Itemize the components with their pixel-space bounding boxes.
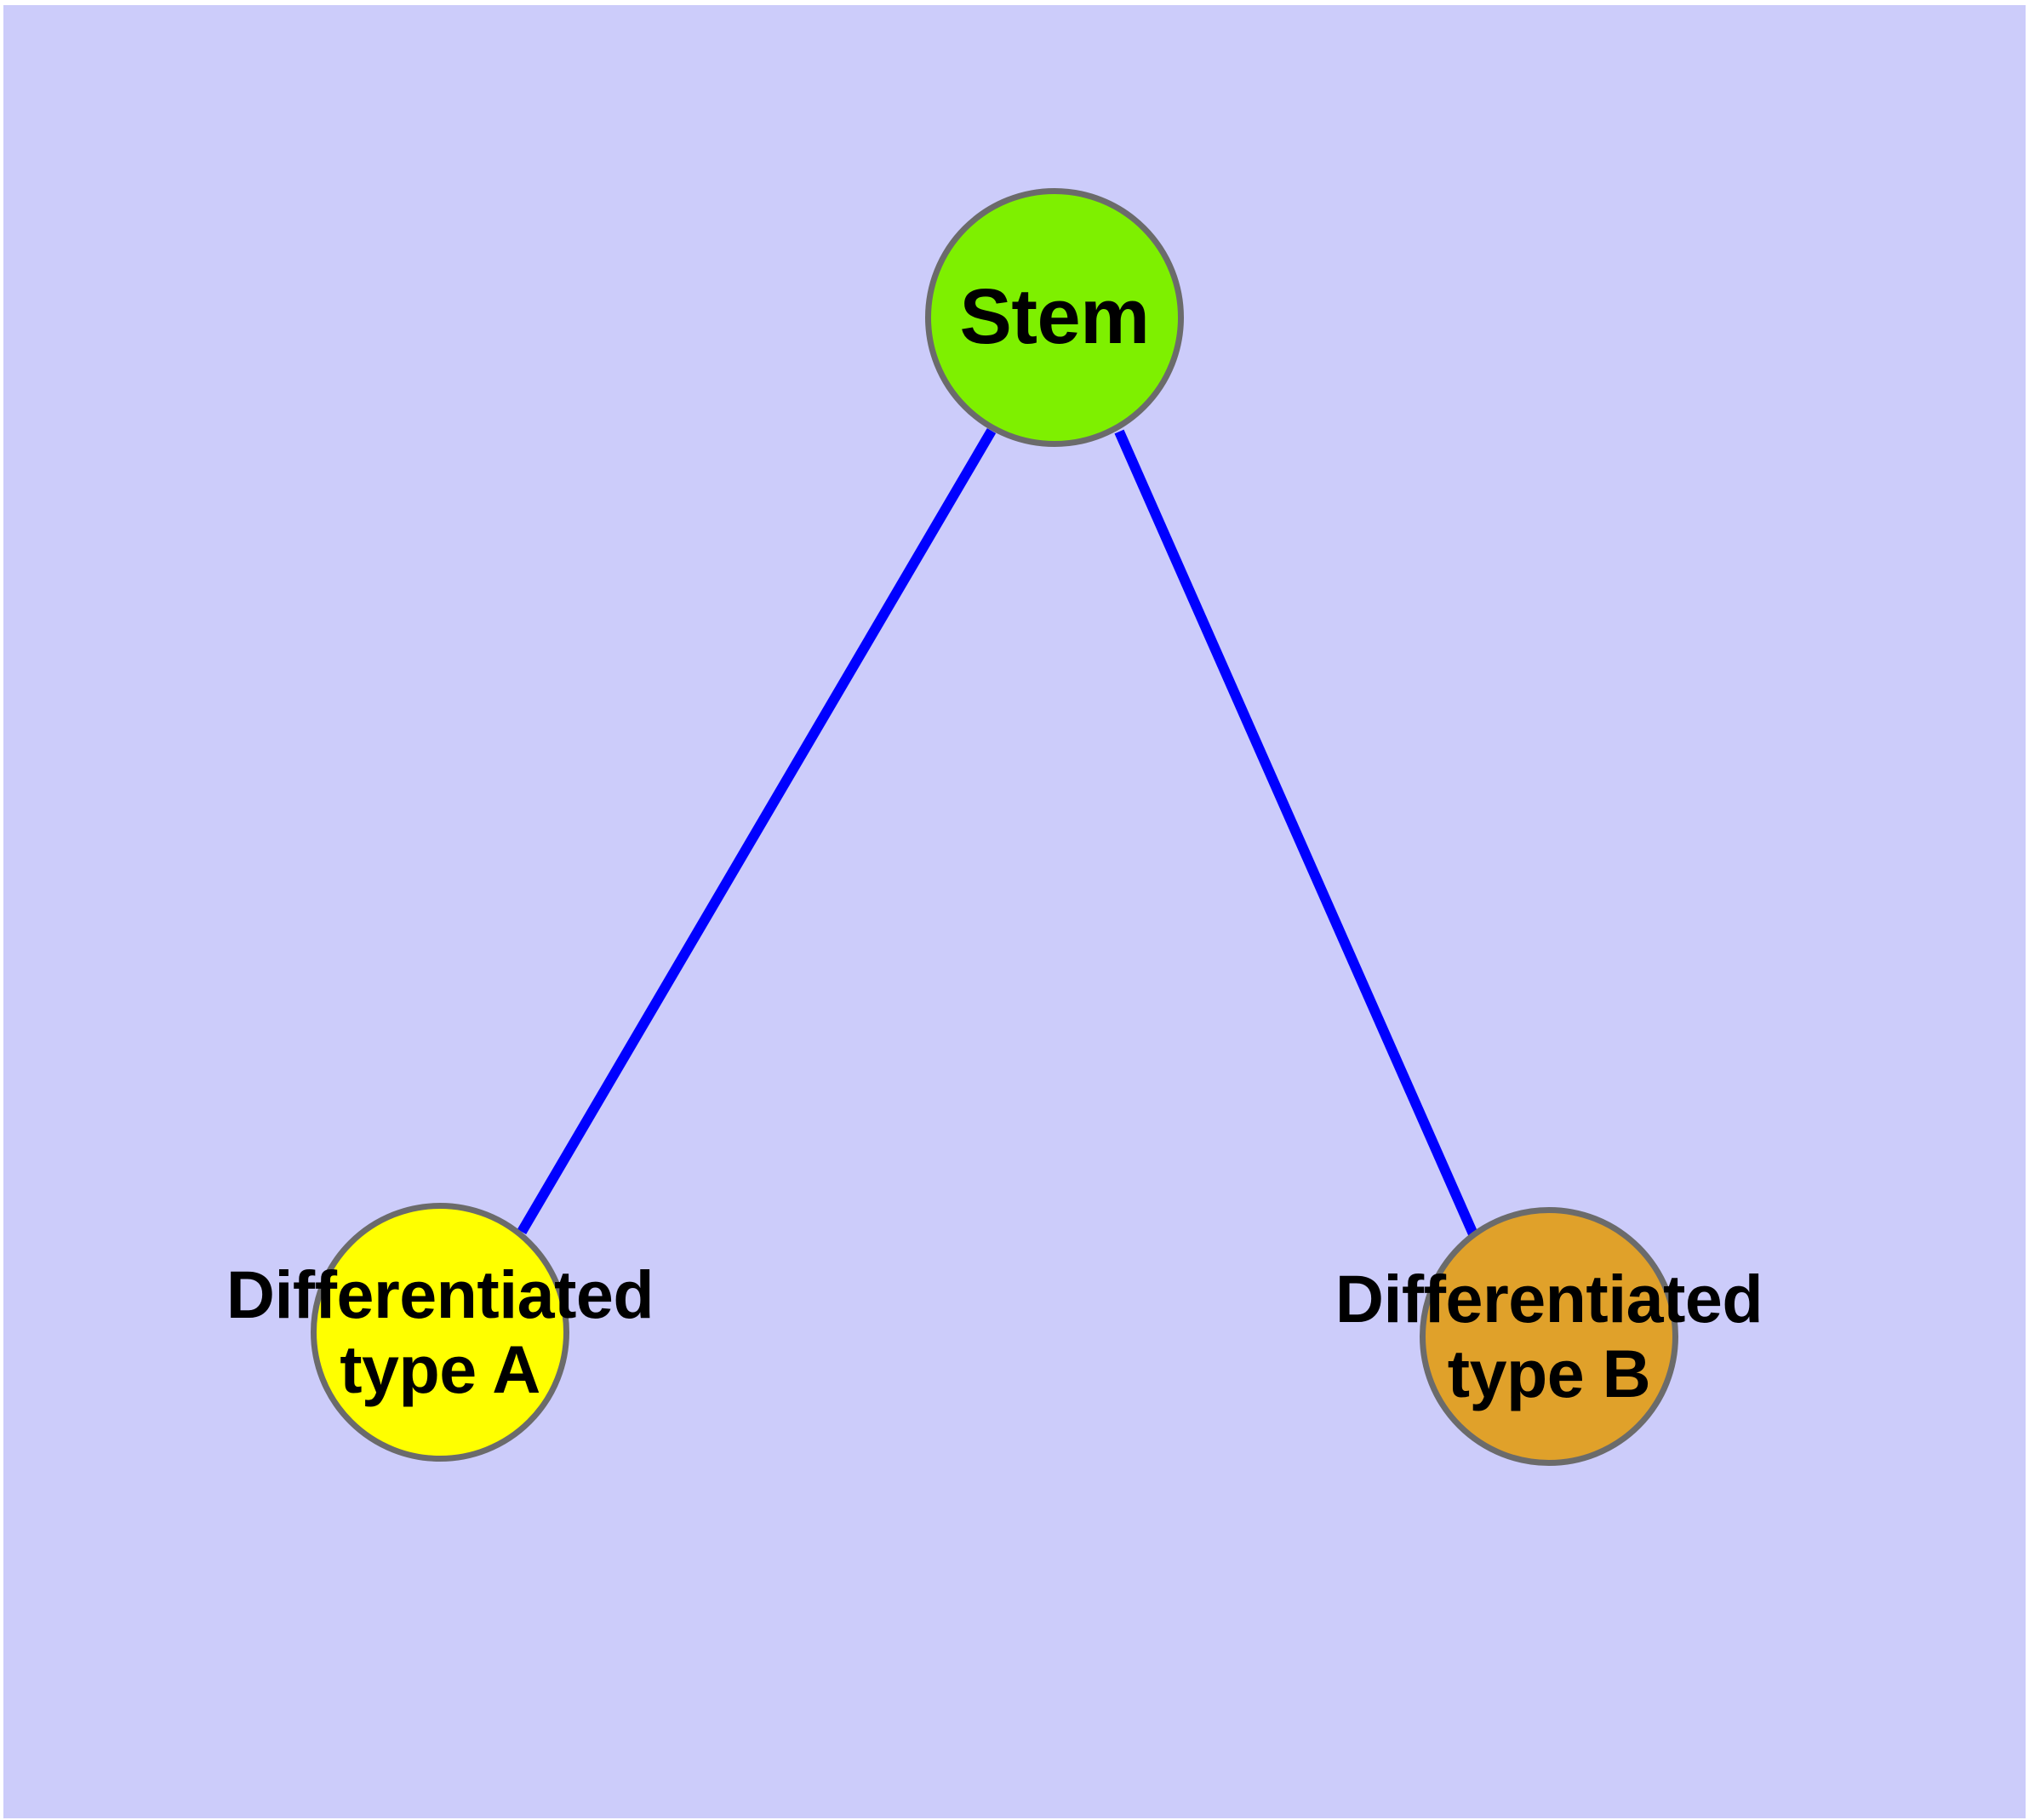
edge-stem-to-diff-b: [1114, 429, 1479, 1239]
node-differentiated-type-a[interactable]: [311, 1203, 569, 1462]
node-stem[interactable]: [925, 188, 1184, 447]
edge-stem-to-diff-a: [517, 427, 997, 1235]
node-differentiated-type-b[interactable]: [1420, 1207, 1678, 1466]
